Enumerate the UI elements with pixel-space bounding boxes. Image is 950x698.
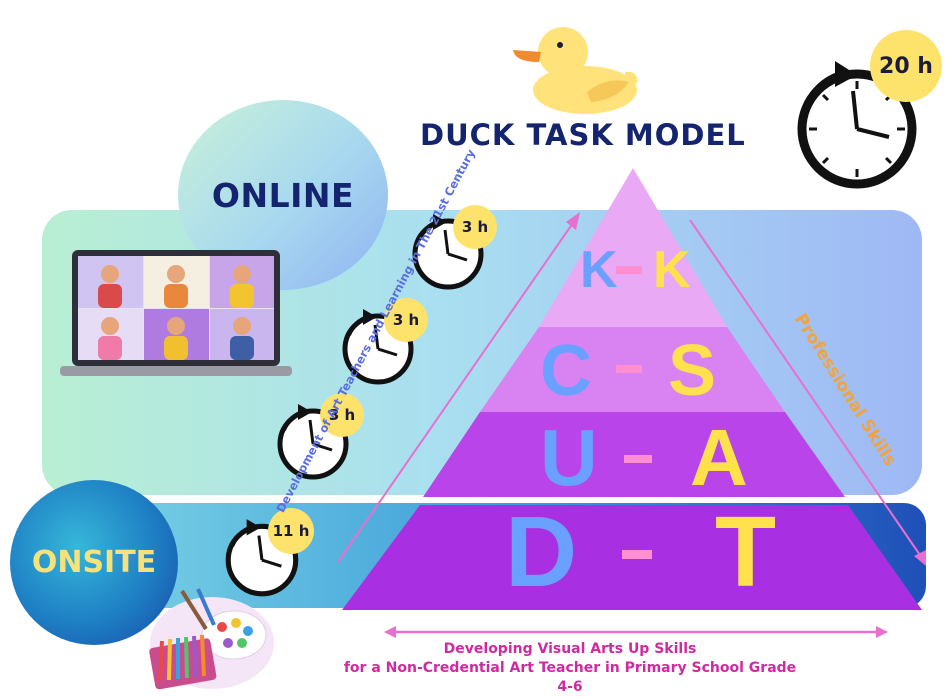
onsite-hours-badge: 11 h — [268, 508, 314, 554]
level-1-left-letter: K — [580, 241, 618, 299]
onsite-label: ONSITE — [31, 545, 157, 580]
online-hours-badge-2: 3 h — [384, 298, 428, 342]
pyramid-level-3 — [423, 412, 845, 497]
level-1-right-letter: K — [653, 241, 691, 299]
duck-icon — [513, 27, 638, 114]
level-2-right-letter: S — [668, 331, 717, 411]
bottom-caption-line-1: Developing Visual Arts Up Skills — [443, 641, 697, 657]
page-title: DUCK TASK MODEL — [420, 118, 746, 152]
total-hours-badge: 20 h — [870, 30, 942, 102]
professional-skills-arrow — [689, 219, 923, 559]
online-hours-badge-1: 3 h — [453, 205, 497, 249]
art-supplies-icon — [149, 588, 274, 690]
laptop-video-call-icon — [60, 250, 292, 376]
bottom-caption-line-2: for a Non-Credential Art Teacher in Prim… — [343, 660, 797, 695]
online-hours-badge-3: 3 h — [320, 393, 364, 437]
level-3-right-letter: A — [690, 413, 748, 502]
level-2-left-letter: C — [540, 331, 592, 411]
level-4-right-letter: T — [715, 496, 777, 608]
onsite-circle: ONSITE — [10, 480, 178, 645]
level-3-left-letter: U — [540, 413, 598, 502]
level-4-left-letter: D — [505, 496, 578, 608]
pyramid-level-1 — [539, 168, 727, 327]
bottom-caption: Developing Visual Arts Up Skills for a N… — [340, 640, 800, 697]
clock-20h-icon — [797, 61, 917, 189]
online-label: ONLINE — [211, 175, 355, 215]
development-arrow — [337, 219, 576, 563]
